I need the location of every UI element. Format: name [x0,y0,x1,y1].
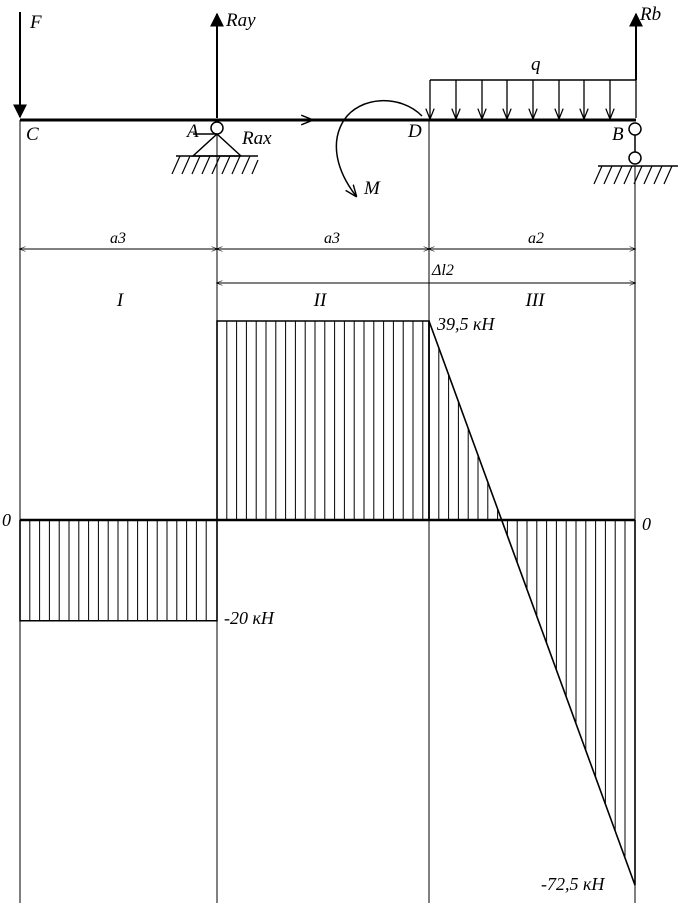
section-2-label: II [313,290,328,311]
zero-label-right: 0 [642,514,651,534]
dim-elongation-label: Δl2 [431,262,454,279]
segment-I-outline [19,520,218,622]
pin-support-a [171,121,259,175]
moment-m-label: M [363,178,381,199]
dim-db-label: a2 [528,230,544,247]
point-d-label: D [407,121,422,142]
point-a-label: A [185,121,199,142]
value-label-max: 39,5 кН [436,314,495,334]
point-b-label: B [612,124,624,145]
value-label-neg-const: -20 кН [224,608,275,628]
point-c-label: C [26,124,39,145]
force-ray-label: Ray [225,10,256,31]
segment-III-outline [428,320,636,886]
moment-m-arrow [335,99,423,196]
force-f-label: F [29,12,42,33]
force-rb-label: Rb [639,4,661,25]
section-3-label: III [525,290,547,311]
value-label-min: -72,5 кН [541,874,605,894]
force-rax-label: Rax [241,128,272,149]
segment-II-outline [216,320,430,520]
roller-support-b [593,122,678,185]
load-q-label: q [531,54,541,75]
force-diagram [19,320,636,886]
section-1-label: I [116,290,125,311]
zero-label-left: 0 [2,510,11,530]
distributed-load-q [430,79,637,118]
dim-ca-label: a3 [110,230,126,247]
dim-ad-label: a3 [324,230,340,247]
